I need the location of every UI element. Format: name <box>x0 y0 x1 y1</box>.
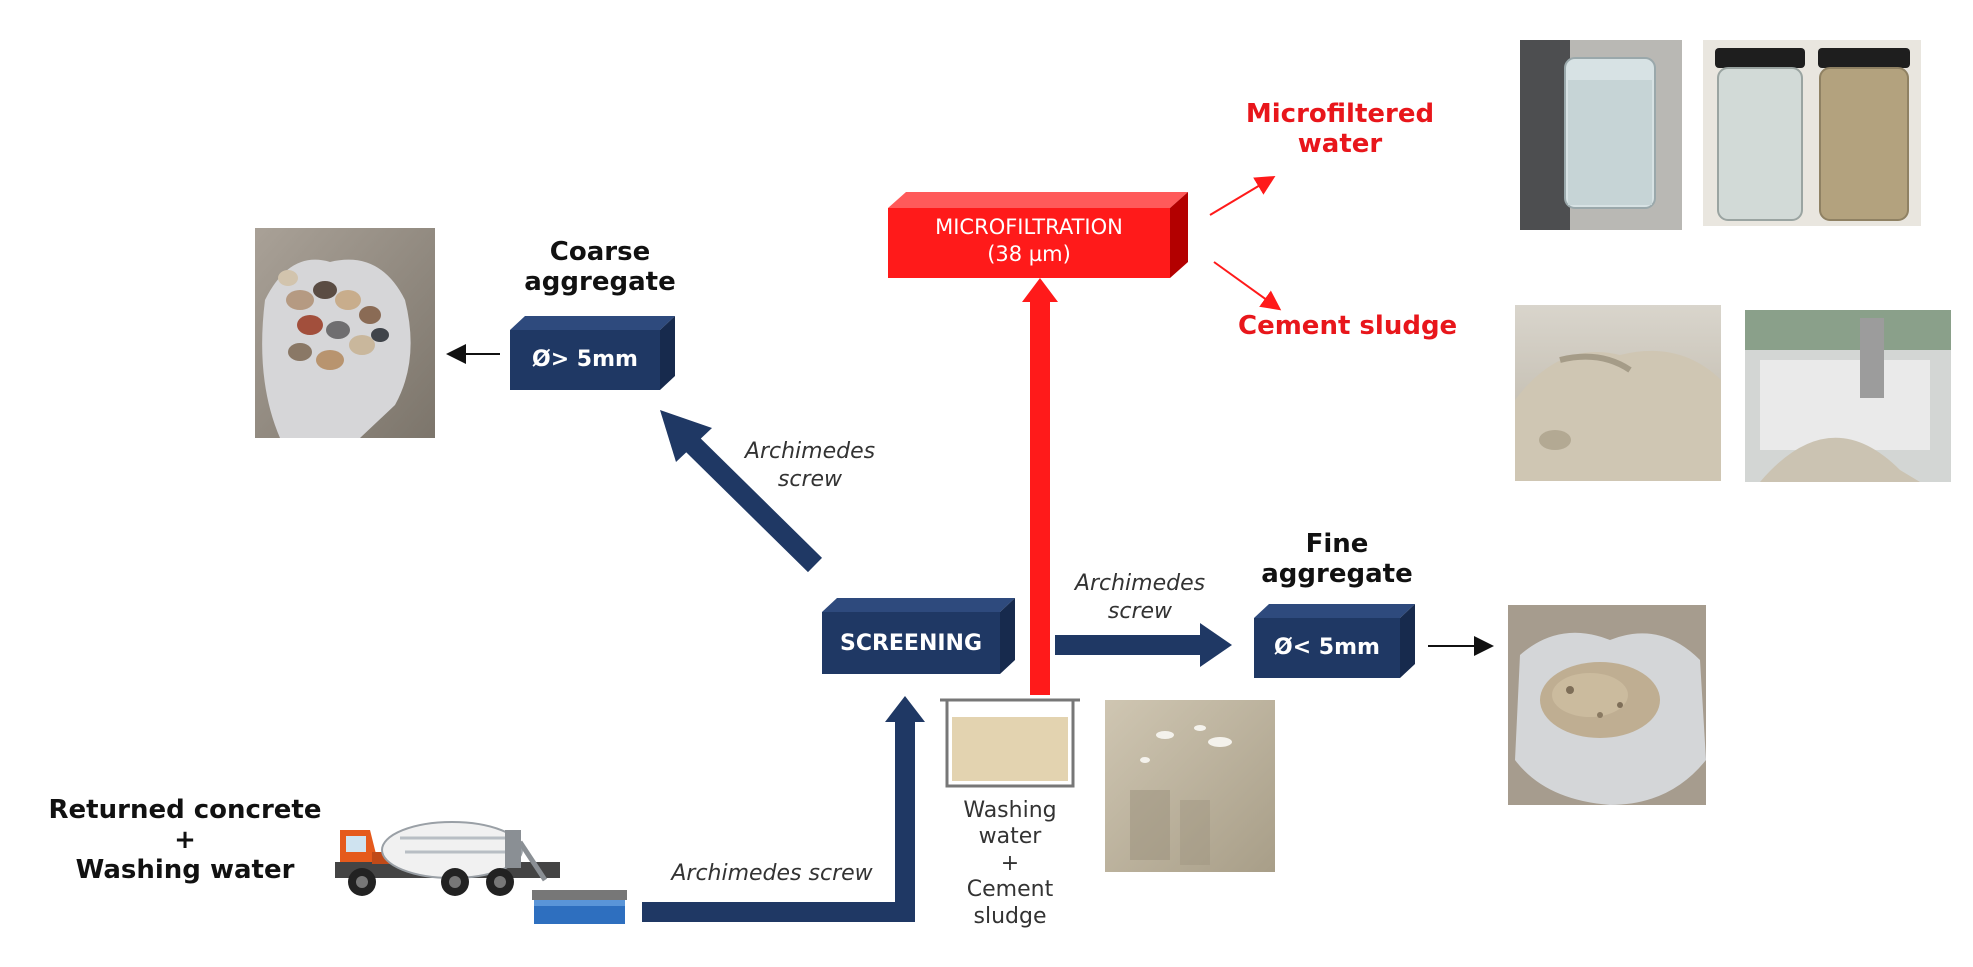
coarse-screw-line1: Archimedes <box>744 439 876 464</box>
microfiltration-line2: (38 µm) <box>987 242 1071 267</box>
input-label: Returned concrete + Washing water <box>30 795 340 886</box>
cement-sludge-photo-1 <box>1515 305 1721 481</box>
input-label-line2: Washing water <box>75 854 295 885</box>
tank-label-line4: Cement <box>966 877 1054 903</box>
tank-label-line2: water <box>978 824 1042 850</box>
washing-water-photo <box>1105 700 1275 872</box>
microfiltered-water-arrow <box>1209 175 1276 216</box>
coarse-aggregate-photo <box>255 228 435 438</box>
microfiltration-label: MICROFILTRATION (38 µm) <box>888 214 1170 269</box>
microfiltered-water-line2: water <box>1297 128 1383 159</box>
coarse-screw-arrow <box>660 410 823 573</box>
tank-label-line3: + <box>1000 850 1020 876</box>
microfiltration-box <box>888 192 1188 278</box>
cement-sludge-label: Cement sludge <box>1238 311 1458 341</box>
input-screw-arrow <box>642 696 925 922</box>
fine-aggregate-title: Fine aggregate <box>1237 529 1437 590</box>
cement-sludge-arrow <box>1213 261 1282 311</box>
tank-label-line1: Washing <box>963 798 1057 823</box>
coarse-screw-label: Archimedes screw <box>730 438 890 493</box>
fine-title-line1: Fine <box>1305 529 1369 559</box>
input-screw-label: Archimedes screw <box>671 861 873 886</box>
fine-screw-arrow <box>1055 623 1232 667</box>
fine-screw-label: Archimedes screw <box>1060 570 1220 625</box>
coarse-title-line2: aggregate <box>524 266 676 297</box>
settling-tank <box>940 698 1080 788</box>
coarse-size-box <box>510 316 675 390</box>
tank-label: Washing water + Cement sludge <box>935 798 1085 930</box>
fine-size-label: Ø< 5mm <box>1274 635 1380 660</box>
microfiltered-water-photo-2 <box>1703 40 1921 226</box>
coarse-size-label: Ø> 5mm <box>532 347 638 372</box>
microfiltered-water-photo-1 <box>1520 40 1682 230</box>
fine-size-box <box>1254 604 1415 678</box>
screening-box <box>822 598 1015 674</box>
input-label-line1: Returned concrete <box>48 795 322 825</box>
tank-label-line5: sludge <box>973 903 1047 929</box>
fine-title-line2: aggregate <box>1261 558 1413 589</box>
fine-screw-line2: screw <box>1107 598 1173 624</box>
microfiltered-water-label: Microfiltered water <box>1225 99 1455 160</box>
microfiltration-line1: MICROFILTRATION <box>935 215 1123 239</box>
fine-aggregate-photo <box>1508 605 1706 805</box>
fine-screw-line1: Archimedes <box>1074 571 1206 596</box>
cement-sludge-photo-2 <box>1745 310 1951 482</box>
concrete-mixer-truck <box>335 821 560 896</box>
coarse-screw-line2: screw <box>777 466 843 492</box>
microfiltered-water-line1: Microfiltered <box>1245 99 1435 129</box>
coarse-aggregate-title: Coarse aggregate <box>520 237 680 298</box>
microfiltration-feed-arrow <box>1022 278 1058 695</box>
screening-label: SCREENING <box>839 631 983 656</box>
input-label-plus: + <box>174 824 196 855</box>
input-hopper <box>532 890 627 924</box>
coarse-title-line1: Coarse <box>549 237 651 267</box>
